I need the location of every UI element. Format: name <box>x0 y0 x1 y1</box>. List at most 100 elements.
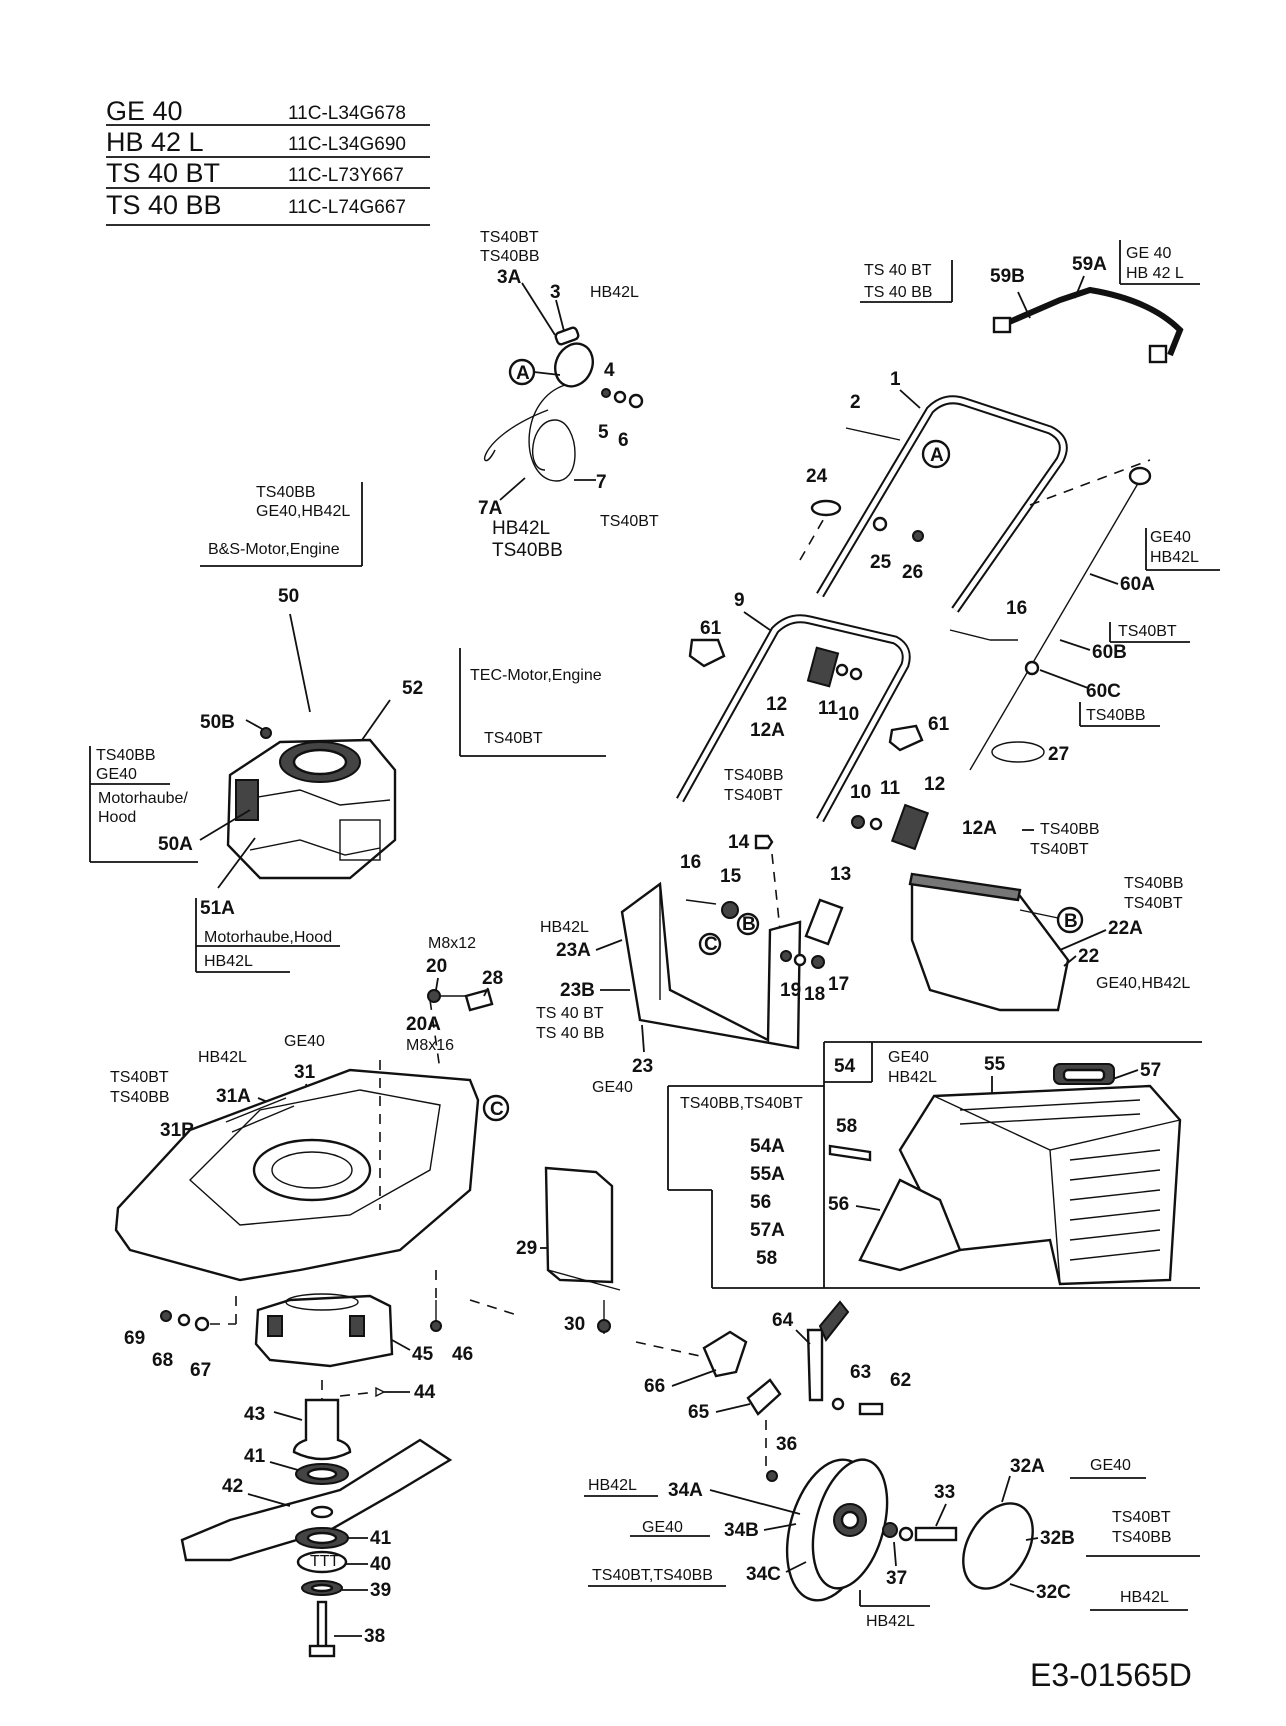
callout-23A: 23A <box>556 940 591 961</box>
callout-58: 58 <box>836 1116 857 1137</box>
variant-label: HB42L <box>492 518 550 539</box>
callout-26: 26 <box>902 562 923 583</box>
callout-5: 5 <box>598 422 609 443</box>
ref-circle-B <box>1056 906 1084 934</box>
callout-18: 18 <box>804 984 825 1005</box>
callout-23: 23 <box>632 1056 653 1077</box>
callout-12A: 12A <box>962 818 997 839</box>
callout-25: 25 <box>870 552 892 573</box>
callout-60A: 60A <box>1120 574 1155 595</box>
deflector-assembly: TS40BB TS40BT B 22A 22 GE40,HB42L <box>908 872 1190 1012</box>
variant-label: TS40BB <box>1086 707 1146 724</box>
callout-52: 52 <box>402 678 423 699</box>
callout-1: 1 <box>890 369 901 390</box>
callout-12A: 12A <box>750 720 785 741</box>
callout-15: 15 <box>720 866 742 887</box>
variant-label: TS 40 BT <box>536 1005 604 1022</box>
hood-label: Motorhaube/ <box>98 790 188 807</box>
engine-label: B&S-Motor,Engine <box>208 541 340 558</box>
callout-10: 10 <box>838 704 859 725</box>
callout-62: 62 <box>890 1370 911 1391</box>
variant-label: HB42L <box>590 284 639 301</box>
variant-label: TS 40 BT <box>864 262 932 279</box>
variant-label: GE40 <box>642 1519 683 1536</box>
ref-circle-A <box>921 439 951 469</box>
upper-handle-assembly: 1 2 A 24 25 26 16 <box>799 369 1151 641</box>
variant-label: TS40BT <box>110 1069 169 1086</box>
callout-61: 61 <box>928 714 950 735</box>
callout-16: 16 <box>680 852 701 873</box>
variant-label: GE40 <box>284 1033 325 1050</box>
model-name: GE 40 <box>106 96 183 126</box>
callout-10: 10 <box>850 782 871 803</box>
callout-50: 50 <box>278 586 299 607</box>
control-bar-assembly: TS 40 BT TS 40 BB 59B 59A GE 40 HB 42 L … <box>860 240 1220 771</box>
variant-label: TS40BB <box>110 1089 170 1106</box>
callout-32C: 32C <box>1036 1582 1071 1603</box>
callout-2: 2 <box>850 392 861 413</box>
variant-label: TS40BT <box>1124 895 1183 912</box>
callout-9: 9 <box>734 590 745 611</box>
callout-34C: 34C <box>746 1564 781 1585</box>
callout-24: 24 <box>806 466 828 487</box>
variant-label: TS40BT <box>1030 841 1089 858</box>
callout-61: 61 <box>700 618 722 639</box>
callout-59B: 59B <box>990 266 1025 287</box>
callout-60B: 60B <box>1092 642 1127 663</box>
callout-44: 44 <box>414 1382 436 1403</box>
model-code: 11C-L73Y667 <box>288 165 404 186</box>
callout-4: 4 <box>604 360 615 381</box>
callout-46: 46 <box>452 1344 473 1365</box>
variant-label: GE40 <box>592 1079 633 1096</box>
variant-label: GE40 <box>1150 529 1191 546</box>
variant-label: TS 40 BB <box>536 1025 604 1042</box>
ref-letter: A <box>930 445 944 466</box>
callout-23B: 23B <box>560 980 595 1001</box>
callout-3: 3 <box>550 282 561 303</box>
variant-label: TS40BB <box>256 484 316 501</box>
callout-7: 7 <box>596 472 607 493</box>
callout-32B: 32B <box>1040 1528 1075 1549</box>
callout-50B: 50B <box>200 712 235 733</box>
engine-label: TEC-Motor,Engine <box>470 667 602 684</box>
callout-39: 39 <box>370 1580 391 1601</box>
variant-label: TS40BT <box>724 787 783 804</box>
callout-43: 43 <box>244 1404 265 1425</box>
callout-57: 57 <box>1140 1060 1161 1081</box>
variant-label: TS40BB <box>492 540 563 561</box>
chute-assembly: 29 30 <box>516 1166 621 1335</box>
callout-45: 45 <box>412 1344 434 1365</box>
callout-22: 22 <box>1078 946 1099 967</box>
variant-label: TS40BB <box>1040 821 1100 838</box>
ref-circle-C <box>482 1094 510 1122</box>
callout-3A: 3A <box>497 267 522 288</box>
variant-label: HB42L <box>1150 549 1199 566</box>
model-code: 11C-L34G678 <box>288 103 406 124</box>
callout-11: 11 <box>880 778 901 799</box>
variant-label: TS 40 BB <box>864 284 932 301</box>
callout-66: 66 <box>644 1376 665 1397</box>
callout-22A: 22A <box>1108 918 1143 939</box>
callout-67: 67 <box>190 1360 211 1381</box>
callout-54: 54 <box>834 1056 856 1077</box>
callout-31A: 31A <box>216 1086 251 1107</box>
variant-label: HB42L <box>204 953 253 970</box>
callout-68: 68 <box>152 1350 173 1371</box>
callout-65: 65 <box>688 1402 710 1423</box>
wheel-assembly: 66 65 64 63 62 36 33 37 HB42L HB42L 34A <box>584 1300 1200 1630</box>
ref-letter: C <box>490 1099 504 1120</box>
callout-64: 64 <box>772 1310 794 1331</box>
callout-27: 27 <box>1048 744 1069 765</box>
variant-label: TS40BT <box>600 513 659 530</box>
callout-31: 31 <box>294 1062 316 1083</box>
deck-assembly: M8x12 20 20A M8x16 28 GE40 31 HB42L 31A … <box>110 935 521 1317</box>
callout-69: 69 <box>124 1328 145 1349</box>
starter-handle-assembly: TS40BT TS40BB 3A 3 HB42L A 4 5 6 7 7A HB… <box>478 229 659 561</box>
ref-circle-B <box>736 912 760 936</box>
variant-label: GE 40 <box>1126 245 1171 262</box>
callout-19: 19 <box>780 980 801 1001</box>
callout-28: 28 <box>482 968 503 989</box>
model-code: 11C-L34G690 <box>288 134 406 155</box>
callout-29: 29 <box>516 1238 537 1259</box>
